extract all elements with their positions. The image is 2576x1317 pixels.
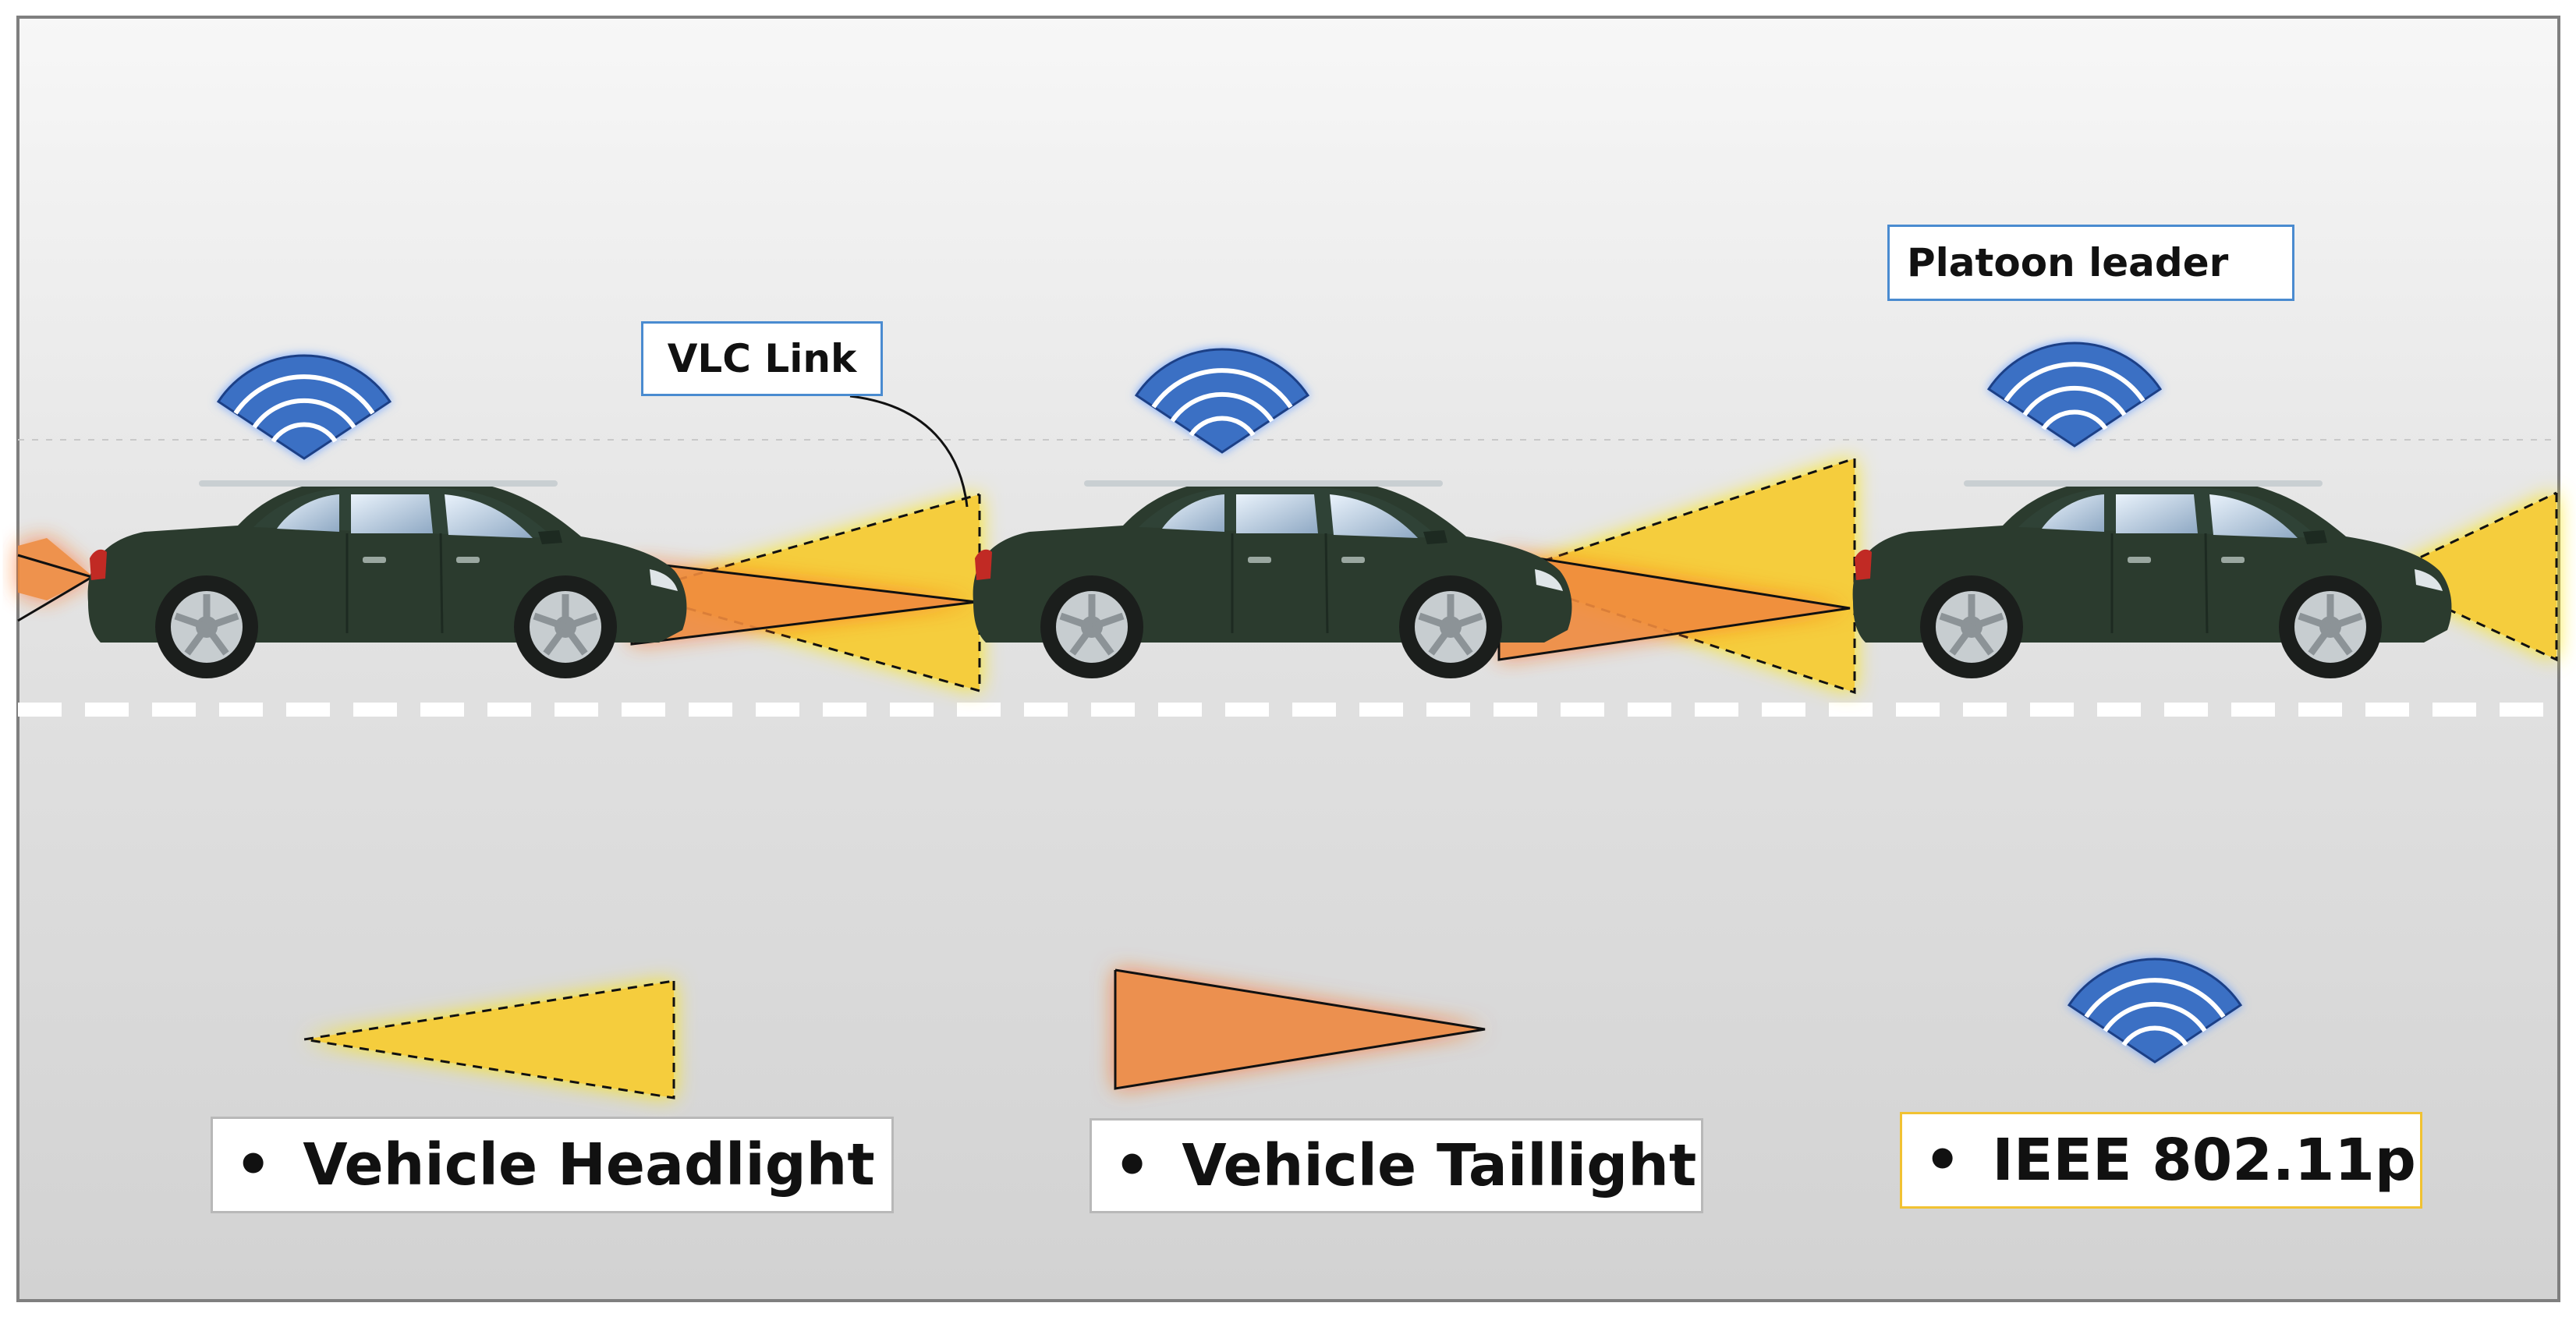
headlight-beam-icon <box>1499 458 1855 692</box>
headlight-beam-outline <box>1495 457 1856 695</box>
legend-ieee: • IEEE 802.11p <box>1900 1112 2422 1209</box>
headlight-beam-icon <box>2379 493 2557 660</box>
bullet: • <box>1924 1127 1961 1194</box>
bullet: • <box>235 1131 272 1198</box>
vlc-link-text: VLC Link <box>667 336 857 381</box>
taillight-beam-icon <box>632 561 976 644</box>
scene-frame <box>16 16 2560 1302</box>
platoon-leader-text: Platoon leader <box>1907 240 2229 285</box>
legend-headlight: • Vehicle Headlight <box>211 1117 894 1213</box>
legend-headlight-text: Vehicle Headlight <box>303 1131 875 1198</box>
headlight-beam-outline <box>2376 491 2558 662</box>
legend-taillight-outline <box>1114 968 1486 1090</box>
platoon-leader-label: Platoon leader <box>1887 225 2294 301</box>
legend-taillight-text: Vehicle Taillight <box>1182 1132 1697 1199</box>
legend-ieee-text: IEEE 802.11p <box>1992 1127 2416 1194</box>
bullet: • <box>1114 1132 1151 1199</box>
taillight-beam-icon <box>18 538 94 600</box>
taillight-beam-icon <box>1499 552 1850 660</box>
legend-taillight: • Vehicle Taillight <box>1090 1118 1703 1213</box>
vlc-link-label: VLC Link <box>641 321 883 396</box>
legend-taillight-icon <box>1115 970 1485 1089</box>
vlc-link-callout-line <box>849 395 969 508</box>
legend-headlight-icon <box>304 981 674 1098</box>
legend-headlight-outline <box>303 979 675 1099</box>
